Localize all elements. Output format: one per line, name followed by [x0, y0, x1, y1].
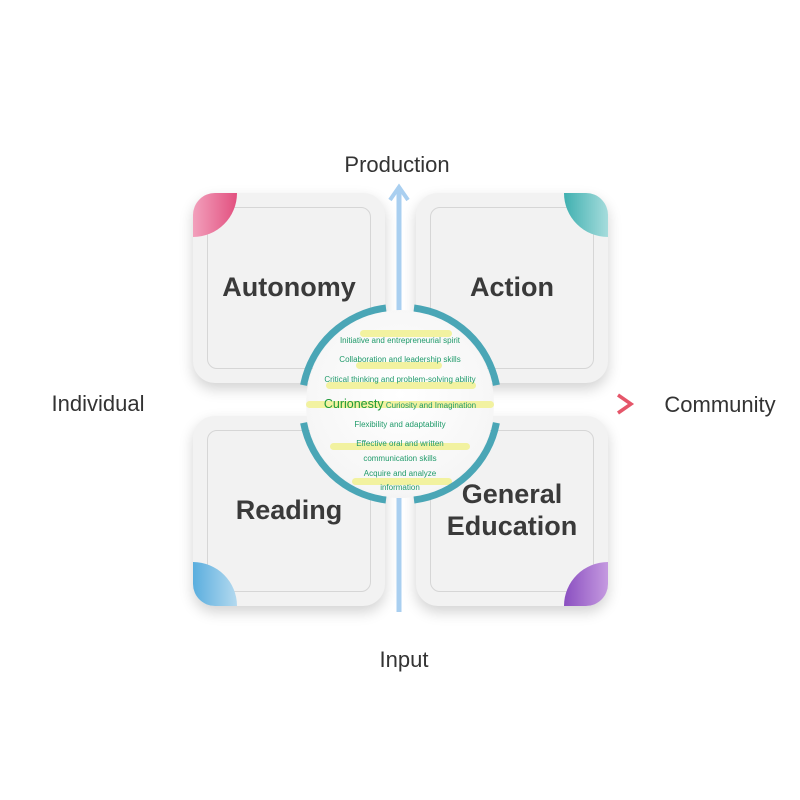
blue-corner-decoration	[193, 562, 237, 606]
quadrant-action: Action	[416, 193, 608, 383]
competency-line: Initiative and entrepreneurial spirit	[339, 336, 461, 345]
teal-corner-decoration	[564, 193, 608, 237]
highlight	[326, 382, 476, 389]
quadrant-title-line2: Education	[446, 511, 578, 541]
quadrant-title: Action	[470, 272, 554, 302]
competency-line: Critical thinking and problem-solving ab…	[324, 375, 476, 384]
card-inner-border	[207, 430, 371, 592]
highlight	[352, 478, 452, 485]
quadrant-autonomy: Autonomy	[193, 193, 385, 383]
ring-arc-top-right	[413, 304, 500, 386]
curionesty-row: Curionesty Curiosity and Imagination	[306, 397, 494, 411]
axis-label-community: Community	[664, 392, 776, 417]
highlight	[360, 330, 452, 337]
quadrant-title-line1: General	[461, 479, 563, 509]
axis-label-production: Production	[344, 152, 450, 177]
ring-arc-top-left	[300, 304, 387, 386]
center-circle: Initiative and entrepreneurial spirit Co…	[306, 310, 494, 498]
quadrant-title: Reading	[235, 495, 343, 525]
competency-line: Curiosity and Imagination	[385, 401, 477, 410]
center-title: Curionesty	[323, 397, 384, 411]
highlight	[356, 362, 442, 369]
axis-label-input: Input	[379, 647, 429, 672]
card-inner-border	[207, 207, 371, 369]
highlight	[306, 401, 494, 408]
ring-arc-bottom-right	[413, 422, 500, 504]
quadrant-title: Autonomy	[222, 272, 356, 302]
pink-corner-decoration	[193, 193, 237, 237]
competency-line: Flexibility and adaptability	[354, 420, 446, 429]
axis-label-individual: Individual	[51, 391, 145, 416]
competency-line: information	[380, 483, 420, 492]
competency-line: Collaboration and leadership skills	[339, 355, 461, 364]
competency-line: Effective oral and written	[356, 439, 444, 448]
card-inner-border	[430, 430, 594, 592]
ring-arc-bottom-left	[300, 422, 387, 504]
competency-line: communication skills	[363, 454, 437, 463]
purple-corner-decoration	[564, 562, 608, 606]
card-inner-border	[430, 207, 594, 369]
highlight	[330, 443, 470, 450]
competency-line: Acquire and analyze	[363, 469, 437, 478]
